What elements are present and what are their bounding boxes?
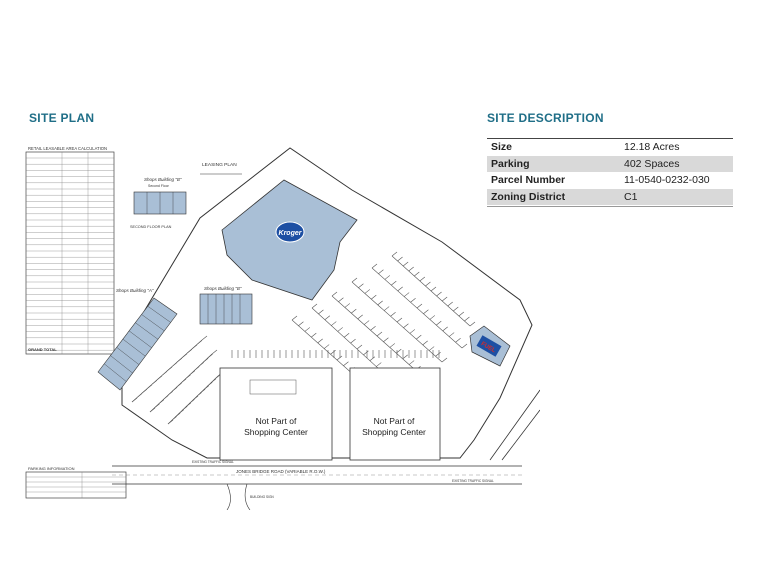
leasing-plan-label: LEASING PLAN (202, 162, 237, 168)
fuel-station: FUEL (469, 325, 511, 367)
parking-table-title: PARKING INFORMATION (28, 466, 75, 471)
table-row: Size 12.18 Acres (487, 139, 733, 156)
row-value-parking: 402 Spaces (624, 157, 680, 170)
shops-a-label: Shops Building "A" (116, 288, 154, 293)
parking-stalls (131, 251, 476, 425)
grand-total-label: GRAND TOTAL (28, 347, 57, 352)
outparcel-right: Not Part of Shopping Center (349, 367, 441, 461)
not-part-2-line1: Not Part of (374, 416, 415, 426)
shops-building-a: Shops Building "A" (97, 288, 178, 391)
building-sign-label: BUILDING SIGN (250, 495, 274, 499)
site-description-table: Size 12.18 Acres Parking 402 Spaces Parc… (487, 139, 733, 205)
shops-b-label: Shops Building "B" (204, 286, 242, 291)
kroger-logo: Kroger (275, 221, 305, 243)
table-row: Parking 402 Spaces (487, 155, 733, 172)
not-part-1-line2: Shopping Center (244, 427, 308, 437)
property-boundary (121, 147, 533, 459)
site-plan-drawing: RETAIL LEASABLE AREA CALCULATION GRAND T… (25, 146, 540, 510)
table-top-rule (487, 138, 733, 139)
second-floor-plan-label: SECOND FLOOR PLAN (130, 225, 172, 229)
road-label: JONES BRIDGE ROAD (VARIABLE R.O.W.) (236, 469, 326, 474)
existing-signal-label-right: EXISTING TRAFFIC SIGNAL (452, 479, 494, 483)
row-label-parcel-number: Parcel Number (491, 174, 566, 187)
outparcel-left: Not Part of Shopping Center (219, 367, 333, 461)
not-part-2-line2: Shopping Center (362, 427, 426, 437)
area-table-title: RETAIL LEASABLE AREA CALCULATION (28, 146, 107, 151)
not-part-1-line1: Not Part of (256, 416, 297, 426)
row-value-size: 12.18 Acres (624, 141, 680, 154)
area-table: RETAIL LEASABLE AREA CALCULATION GRAND T… (25, 146, 115, 355)
jones-bridge-road: JONES BRIDGE ROAD (VARIABLE R.O.W.) EXIS… (112, 389, 540, 510)
second-floor-inset: Shops Building "B" Second Floor SECOND F… (130, 177, 187, 229)
existing-signal-label-left: EXISTING TRAFFIC SIGNAL (192, 460, 234, 464)
row-label-parking: Parking (491, 157, 530, 170)
shops-b-second-floor-label: Second Floor (148, 184, 170, 188)
row-value-parcel-number: 11-0540-0232-030 (624, 174, 710, 187)
site-description-heading: SITE DESCRIPTION (487, 111, 604, 125)
site-plan-heading: SITE PLAN (29, 111, 95, 125)
shops-building-b: Shops Building "B" (199, 286, 253, 325)
row-value-zoning-district: C1 (624, 190, 638, 203)
table-row: Parcel Number 11-0540-0232-030 (487, 172, 733, 189)
row-label-zoning-district: Zoning District (491, 190, 566, 203)
shops-b-inset-label: Shops Building "B" (144, 177, 182, 182)
table-bottom-rule (487, 206, 733, 207)
row-label-size: Size (491, 141, 513, 154)
kroger-label: Kroger (279, 230, 303, 237)
parking-table: PARKING INFORMATION (25, 466, 127, 499)
table-row: Zoning District C1 (487, 188, 733, 205)
